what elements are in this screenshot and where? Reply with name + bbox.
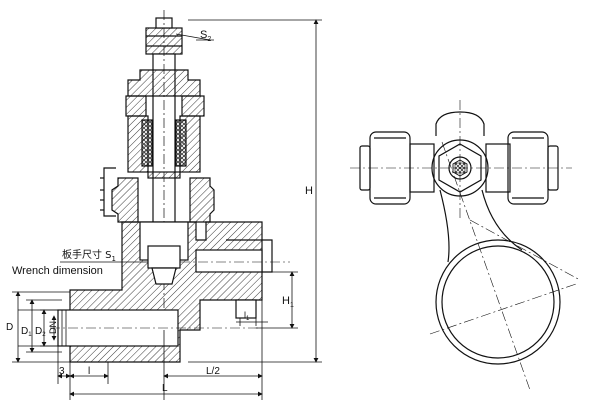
handle-lever <box>435 189 561 365</box>
label-d2: D2 <box>35 326 46 338</box>
label-l1: l1 <box>244 310 250 322</box>
label-s2: S2 <box>200 29 211 43</box>
bonnet-nut <box>125 69 205 117</box>
label-wrench-en: Wrench dimension <box>12 265 103 277</box>
bonnet <box>100 167 215 223</box>
label-wrench-cn: 板手尺寸 S1 <box>62 248 116 263</box>
label-dn: DN <box>48 321 58 334</box>
label-h: H <box>305 185 313 197</box>
label-l-small: l <box>88 366 90 377</box>
dimension-lines <box>12 19 322 400</box>
label-d1: D1 <box>21 326 32 338</box>
label-h1: H1 <box>282 295 294 309</box>
label-l-half: L/2 <box>206 366 220 377</box>
top-view <box>350 100 581 391</box>
section-view <box>18 10 290 363</box>
label-3: 3 <box>59 366 65 377</box>
packing-gland <box>127 115 201 179</box>
labels: S2 板手尺寸 S1 Wrench dimension H H1 l1 D D1… <box>6 29 313 394</box>
label-d: D <box>6 322 13 333</box>
label-l: L <box>162 383 168 394</box>
valve-body <box>18 221 290 363</box>
